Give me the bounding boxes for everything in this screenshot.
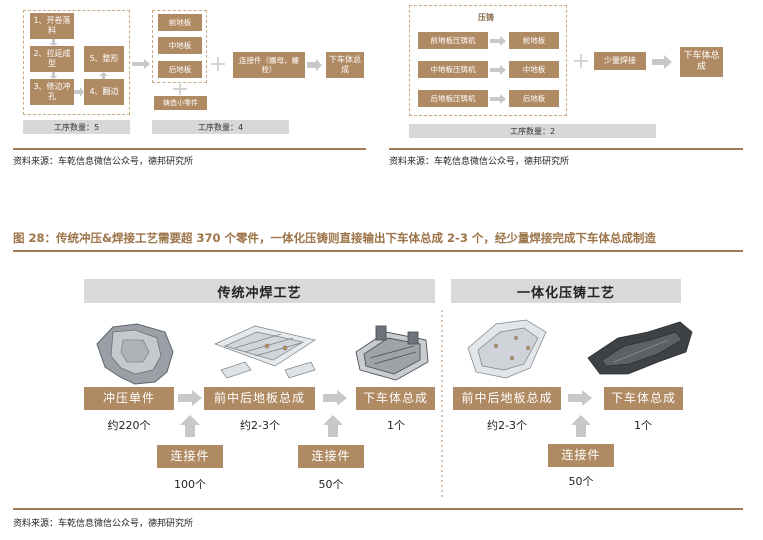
stage-underbody-2: 下车体总成 — [604, 387, 683, 410]
front-floor-cast: 前地板 — [509, 32, 559, 49]
source-note-top-right: 资料来源：车乾信息微信公众号，德邦研究所 — [389, 157, 570, 167]
connector-traditional-2: 连接件 — [298, 445, 364, 468]
bottom-rule — [13, 508, 743, 510]
stage-arrow-1 — [178, 390, 202, 406]
floor-assembly-illustration — [214, 325, 316, 379]
step-shaping: 5、整形 — [84, 46, 124, 72]
stage-arrow-3 — [568, 390, 592, 406]
mid-floor-part: 中地板 — [158, 37, 202, 54]
light-welding-box: 少量焊接 — [594, 52, 646, 70]
mid-floor-cast: 中地板 — [509, 61, 559, 78]
count-floor-assembly: 约2-3个 — [240, 419, 280, 432]
underbody-illustration-2 — [587, 321, 693, 375]
top-middle-arrow — [307, 59, 322, 71]
casting-small-parts: 铸造小零件 — [154, 96, 207, 110]
die-casting-group — [409, 5, 567, 116]
stage-stamped-parts: 冲压单件 — [84, 387, 174, 410]
top-right-arrows — [490, 36, 672, 104]
top-left-arrows — [49, 39, 150, 97]
step-flanging: 4、翻边 — [84, 79, 124, 105]
count-connector-integrated: 50个 — [568, 475, 594, 488]
connector-arrow-1 — [180, 415, 200, 437]
count-connector-1: 100个 — [174, 478, 206, 491]
step-trimming: 3、修边冲孔 — [30, 79, 74, 105]
source-note-bottom: 资料来源：车乾信息微信公众号，德邦研究所 — [13, 519, 194, 529]
stage-floor-assembly-integrated: 前中后地板总成 — [453, 387, 561, 410]
step-drawing: 2、拉延成型 — [30, 46, 74, 72]
process-count-bar-1: 工序数量：5 — [23, 120, 130, 134]
rear-floor-machine: 后地板压铸机 — [418, 90, 488, 107]
top-left-rule — [13, 148, 366, 150]
die-casting-title: 压铸 — [478, 13, 494, 22]
connector-box: 连接件（螺母，螺栓） — [233, 52, 305, 78]
step-blanking: 1、开卷落料 — [30, 13, 74, 39]
count-underbody-1: 1个 — [387, 419, 405, 432]
figure-title: 图 28：传统冲压&焊接工艺需要超 370 个零件，一体化压铸则直接输出下车体总… — [13, 231, 656, 245]
underbody-illustration-1 — [355, 325, 429, 381]
connector-integrated: 连接件 — [548, 444, 614, 467]
count-floor-assembly-integrated: 约2-3个 — [487, 419, 527, 432]
process-count-bar-3: 工序数量：2 — [409, 124, 656, 138]
count-underbody-2: 1个 — [634, 419, 652, 432]
rear-floor-part: 后地板 — [158, 61, 202, 78]
count-stamped-parts: 约220个 — [107, 419, 151, 432]
traditional-process-header: 传统冲焊工艺 — [84, 279, 435, 303]
front-floor-machine: 前地板压铸机 — [418, 32, 488, 49]
integrated-floor-illustration — [467, 319, 547, 379]
top-right-rule — [389, 148, 743, 150]
connector-arrow-3 — [571, 415, 591, 437]
mid-floor-machine: 中地板压铸机 — [418, 61, 488, 78]
source-note-top-left: 资料来源：车乾信息微信公众号，德邦研究所 — [13, 157, 194, 167]
integrated-process-header: 一体化压铸工艺 — [451, 279, 681, 303]
front-floor-part: 前地板 — [158, 14, 202, 31]
top-middle-plus — [173, 54, 588, 95]
connector-arrow-2 — [323, 415, 343, 437]
stamping-steps-group — [23, 10, 130, 115]
stamped-part-illustration — [96, 323, 174, 385]
floor-parts-group — [152, 10, 207, 83]
figure-title-rule — [13, 250, 743, 252]
stage-arrow-2 — [323, 390, 347, 406]
stage-underbody-1: 下车体总成 — [356, 387, 435, 410]
stage-floor-assembly: 前中后地板总成 — [204, 387, 315, 410]
rear-floor-cast: 后地板 — [509, 90, 559, 107]
count-connector-2: 50个 — [318, 478, 344, 491]
result-underbody-1: 下车体总成 — [326, 52, 364, 78]
process-count-bar-2: 工序数量：4 — [152, 120, 289, 134]
connector-traditional-1: 连接件 — [157, 445, 223, 468]
result-underbody-2: 下车体总成 — [680, 47, 723, 77]
